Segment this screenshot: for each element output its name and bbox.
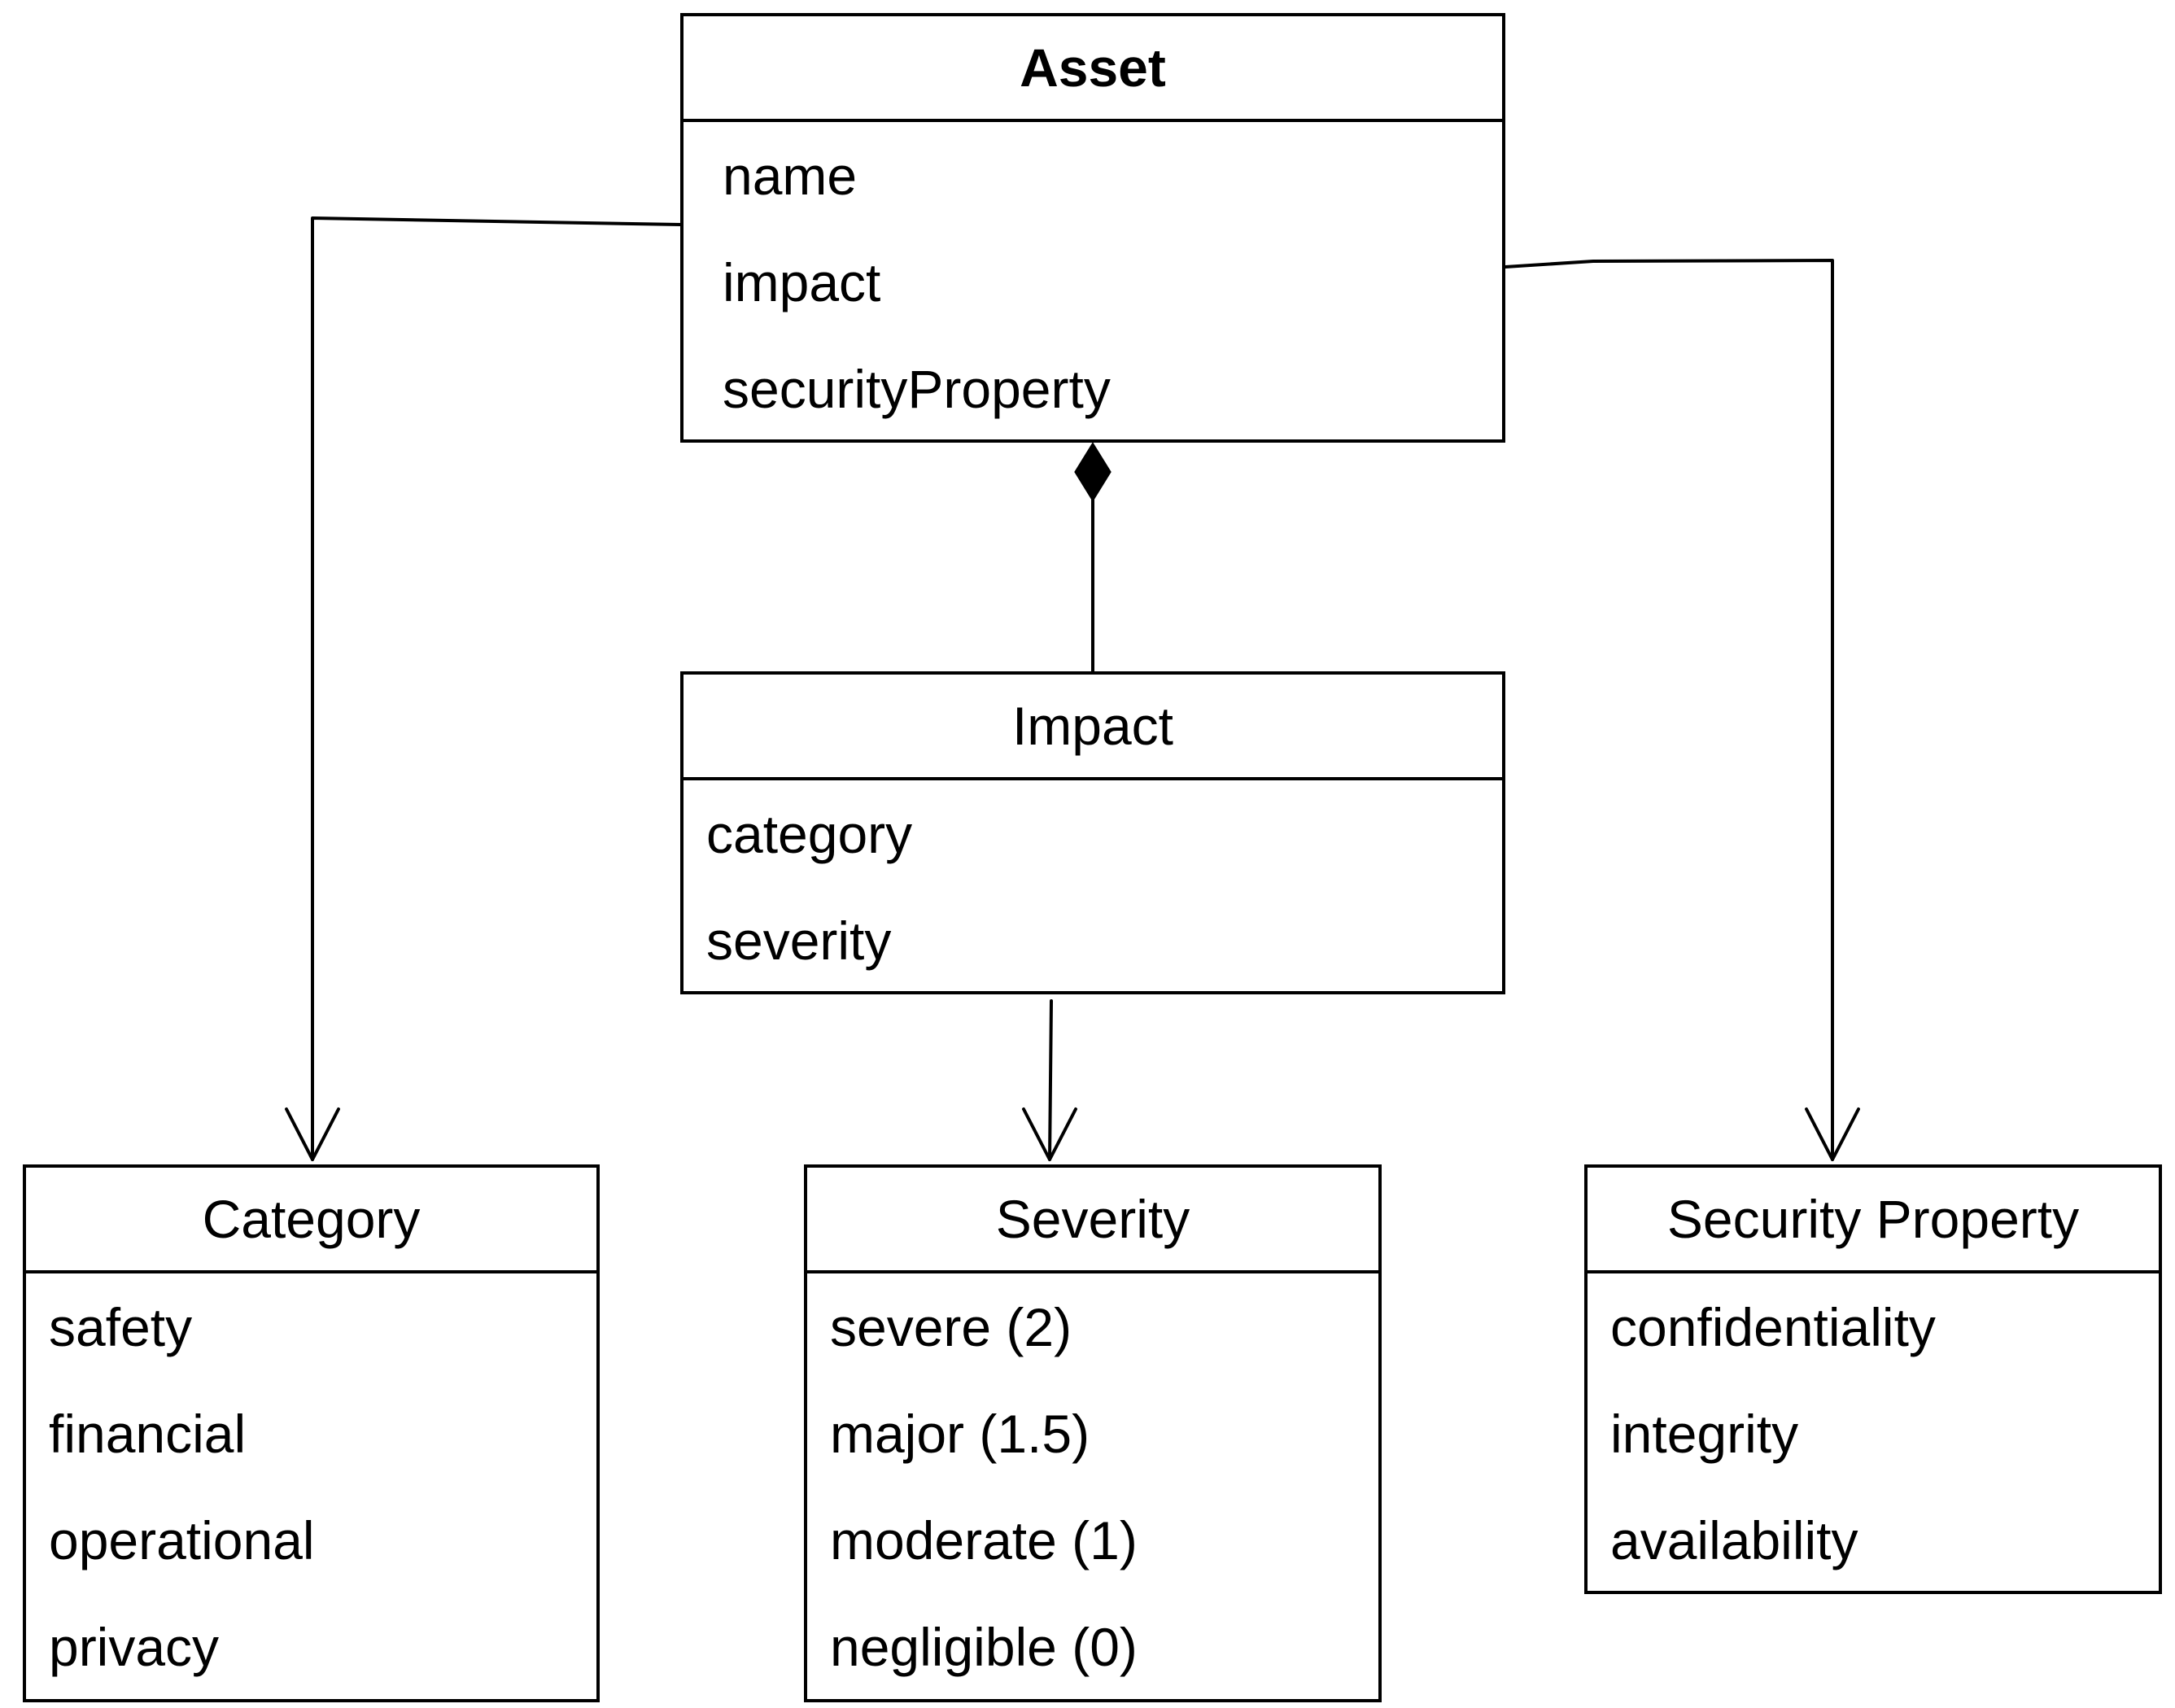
category-value-privacy: privacy	[49, 1616, 220, 1677]
impact-class-box[interactable]: Impact category severity	[680, 671, 1505, 994]
impact-attribute-category: category	[706, 803, 913, 864]
category-arrowhead-icon	[285, 1107, 340, 1161]
composition-diamond-icon	[1074, 442, 1112, 502]
severity-value-list: severe (2) major (1.5) moderate (1) negl…	[807, 1273, 1378, 1700]
asset-security-property-association-line	[1504, 259, 1834, 1161]
asset-class-title: Asset	[684, 16, 1502, 122]
severity-value-negligible: negligible (0)	[830, 1616, 1138, 1677]
security-property-value-list: confidentiality integrity availability	[1588, 1273, 2159, 1593]
severity-value-major: major (1.5)	[830, 1403, 1090, 1464]
severity-class-title: Severity	[807, 1168, 1378, 1273]
category-class-title: Category	[26, 1168, 596, 1273]
security-property-class-box[interactable]: Security Property confidentiality integr…	[1584, 1164, 2162, 1594]
category-class-box[interactable]: Category safety financial operational pr…	[23, 1164, 600, 1702]
asset-attribute-list: name impact securityProperty	[684, 122, 1502, 442]
security-property-value-availability: availability	[1610, 1509, 1858, 1570]
category-value-financial: financial	[49, 1403, 247, 1464]
asset-class-box[interactable]: Asset name impact securityProperty	[680, 13, 1505, 443]
severity-value-severe: severe (2)	[830, 1296, 1072, 1357]
severity-value-moderate: moderate (1)	[830, 1509, 1138, 1570]
impact-attribute-list: category severity	[684, 780, 1502, 994]
category-value-operational: operational	[49, 1509, 315, 1570]
asset-category-association-line	[311, 216, 682, 1161]
asset-attribute-security-property: securityProperty	[723, 358, 1111, 419]
security-property-class-title: Security Property	[1588, 1168, 2159, 1273]
impact-severity-association-line	[1048, 999, 1053, 1161]
severity-class-box[interactable]: Severity severe (2) major (1.5) moderate…	[804, 1164, 1382, 1702]
security-property-arrowhead-icon	[1805, 1107, 1860, 1161]
security-property-value-integrity: integrity	[1610, 1403, 1799, 1464]
asset-attribute-impact: impact	[723, 251, 881, 312]
security-property-value-confidentiality: confidentiality	[1610, 1296, 1936, 1357]
asset-attribute-name: name	[723, 145, 858, 206]
impact-attribute-severity: severity	[706, 910, 892, 971]
impact-class-title: Impact	[684, 675, 1502, 780]
category-value-safety: safety	[49, 1296, 193, 1357]
severity-arrowhead-icon	[1022, 1107, 1077, 1161]
category-value-list: safety financial operational privacy	[26, 1273, 596, 1700]
